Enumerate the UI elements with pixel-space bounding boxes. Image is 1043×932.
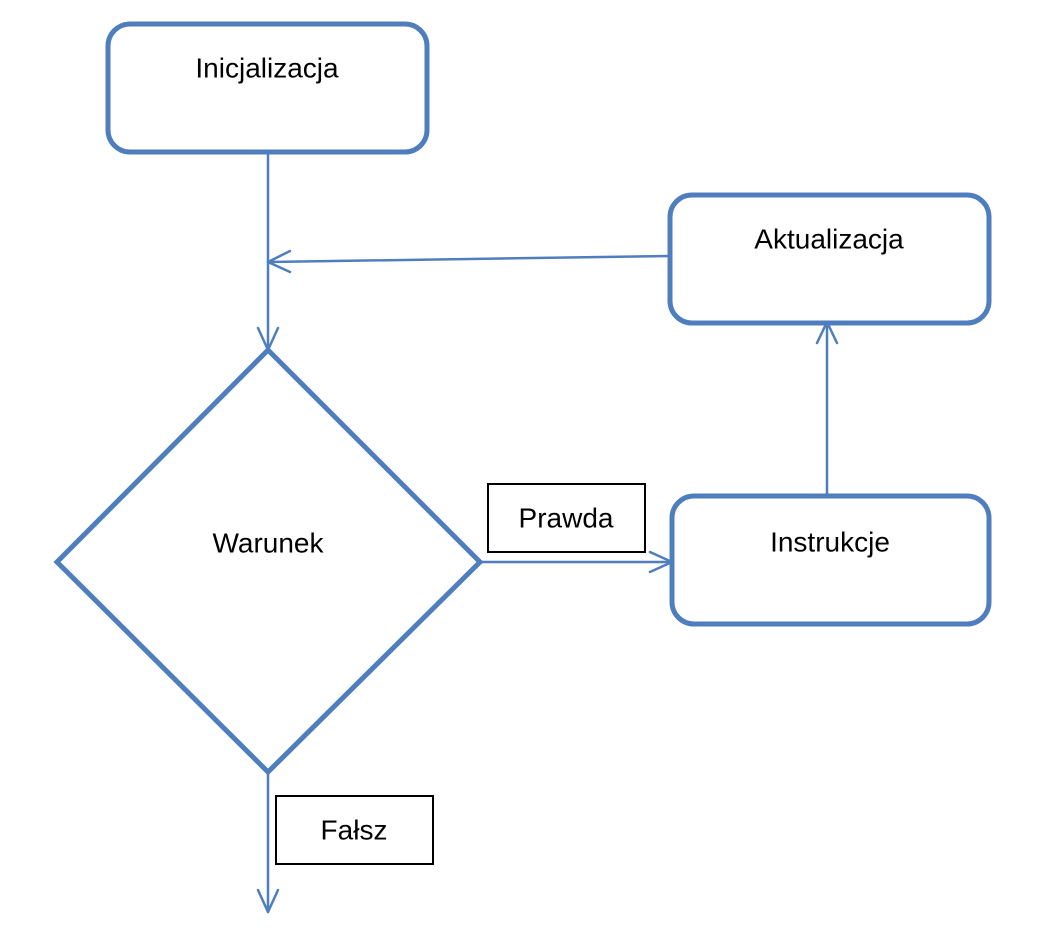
node-condition-label: Warunek bbox=[212, 527, 324, 558]
node-update-label: Aktualizacja bbox=[754, 223, 904, 254]
arrow-update-to-main-line bbox=[266, 254, 672, 264]
node-instructions: Instrukcje bbox=[669, 493, 992, 627]
node-condition: Warunek bbox=[53, 346, 484, 776]
node-initialization-label: Inicjalizacja bbox=[195, 52, 339, 83]
node-initialization: Inicjalizacja bbox=[105, 21, 430, 155]
arrowhead-condition-to-exit bbox=[256, 888, 280, 914]
node-instructions-box bbox=[669, 493, 992, 627]
edge-label-false: Fałsz bbox=[275, 795, 434, 865]
node-update: Aktualizacja bbox=[667, 192, 992, 326]
edge-label-true-box bbox=[487, 483, 646, 553]
node-instructions-label: Instrukcje bbox=[770, 526, 890, 557]
node-initialization-box bbox=[105, 21, 430, 155]
edge-label-false-box bbox=[275, 795, 434, 865]
edge-label-true: Prawda bbox=[487, 483, 646, 553]
edge-label-true-text: Prawda bbox=[519, 502, 614, 533]
node-update-box bbox=[667, 192, 992, 326]
arrowhead-update-to-main-line bbox=[266, 249, 292, 274]
node-condition-diamond bbox=[53, 346, 484, 776]
edge-label-false-text: Fałsz bbox=[321, 814, 388, 845]
